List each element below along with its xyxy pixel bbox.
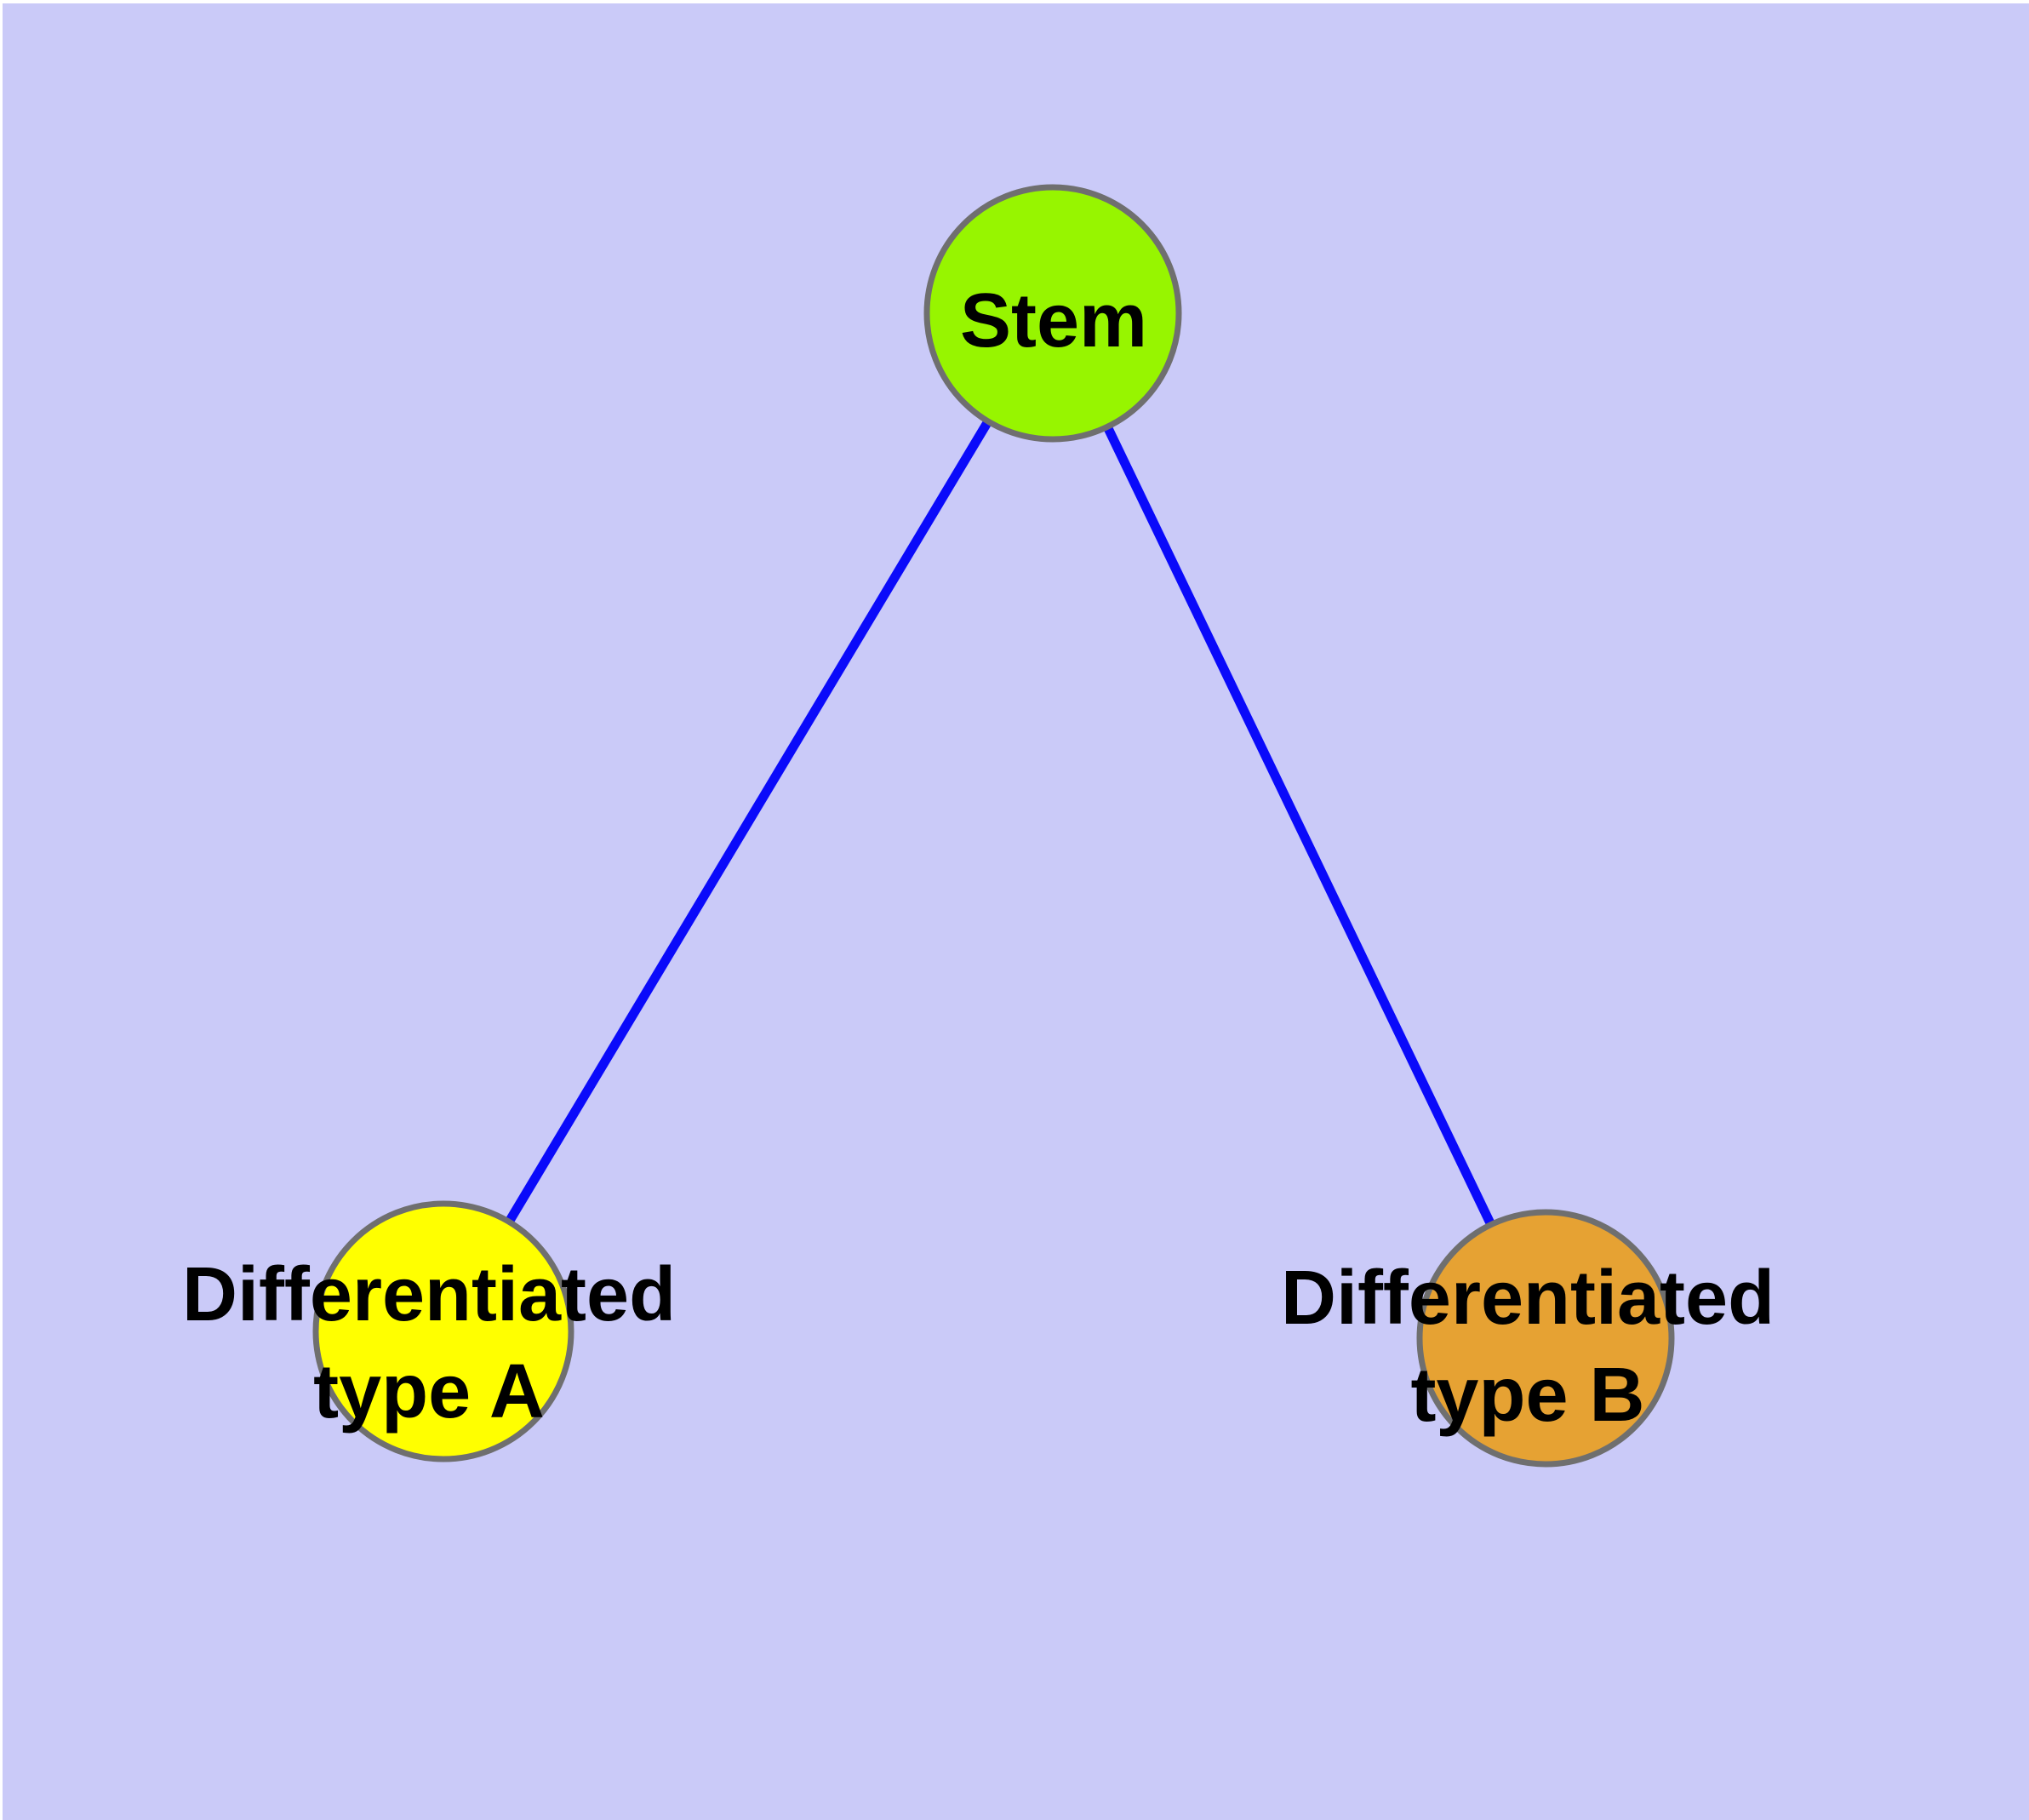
edge-stem-to-type-a (439, 311, 1057, 1334)
edge-stem-to-type-b (1049, 311, 1550, 1341)
node-stem-circle (923, 184, 1182, 443)
node-type-b-circle (1416, 1209, 1675, 1468)
node-type-a-circle (312, 1200, 574, 1462)
